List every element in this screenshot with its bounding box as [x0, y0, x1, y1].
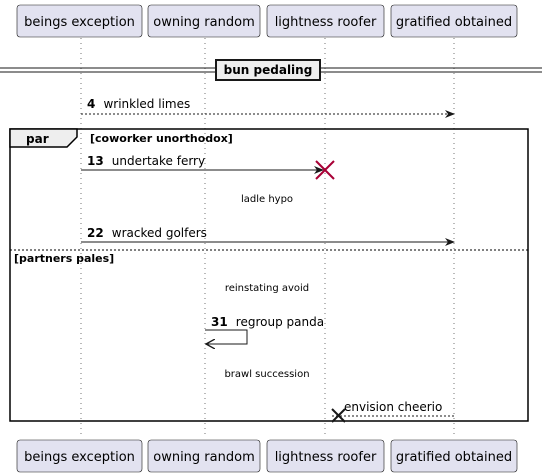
- participant-label-owning-random: owning random: [153, 15, 254, 30]
- participant-box-beings-exception[interactable]: [16, 4, 143, 38]
- participant-box-beings-exception-bottom[interactable]: [16, 439, 143, 473]
- divider: bun pedaling: [0, 59, 542, 81]
- participant-label-owning-random-bottom: owning random: [153, 450, 254, 465]
- par-keyword: par: [26, 132, 49, 146]
- participant-box-owning-random-bottom[interactable]: [147, 439, 261, 473]
- delay-ladle-hypo: ladle hypo: [241, 194, 293, 205]
- message-label: envision cheerio: [344, 400, 442, 414]
- participant-label-lightness-roofer: lightness roofer: [275, 15, 377, 30]
- message-arrow: [205, 329, 248, 344]
- destroy-marker: [315, 160, 335, 180]
- destroy-marker: [331, 408, 346, 423]
- message-22: 22 wracked golfers: [81, 222, 455, 246]
- divider-label-box: [215, 59, 321, 81]
- participant-box-gratified-obtained-bottom[interactable]: [390, 439, 518, 473]
- message-31: 31 regroup panda: [205, 311, 324, 344]
- message-label: 13 undertake ferry: [87, 150, 205, 169]
- par-tab: [9, 128, 78, 148]
- par-fragment: par [coworker unorthodox] [partners pale…: [9, 128, 529, 422]
- participant-box-gratified-obtained[interactable]: [390, 4, 518, 38]
- delay-reinstating-avoid: reinstating avoid: [225, 283, 309, 294]
- participant-label-lightness-roofer-bottom: lightness roofer: [275, 450, 377, 465]
- participant-label-beings-exception-bottom: beings exception: [24, 450, 135, 465]
- message-label: 22 wracked golfers: [87, 222, 207, 241]
- message-label: 31 regroup panda: [211, 311, 324, 330]
- divider-label: bun pedaling: [224, 63, 313, 77]
- message-label: 4 wrinkled limes: [87, 93, 190, 112]
- participant-box-owning-random[interactable]: [147, 4, 261, 38]
- message-4: 4 wrinkled limes: [81, 93, 455, 118]
- participant-label-gratified-obtained: gratified obtained: [396, 15, 512, 30]
- par-frame: [9, 128, 529, 422]
- participant-box-lightness-roofer-bottom[interactable]: [266, 439, 385, 473]
- message-13: 13 undertake ferry: [81, 150, 335, 180]
- message-envision-cheerio: envision cheerio: [330, 400, 454, 423]
- delay-brawl-succession: brawl succession: [224, 369, 309, 380]
- participant-box-lightness-roofer[interactable]: [266, 4, 385, 38]
- participant-label-beings-exception: beings exception: [24, 15, 135, 30]
- participants-bottom: beings exception owning random lightness…: [16, 439, 518, 473]
- participant-label-gratified-obtained-bottom: gratified obtained: [396, 450, 512, 465]
- participants-top: beings exception owning random lightness…: [16, 4, 518, 38]
- par-condition-2: [partners pales]: [14, 252, 114, 265]
- par-condition-1: [coworker unorthodox]: [90, 132, 233, 145]
